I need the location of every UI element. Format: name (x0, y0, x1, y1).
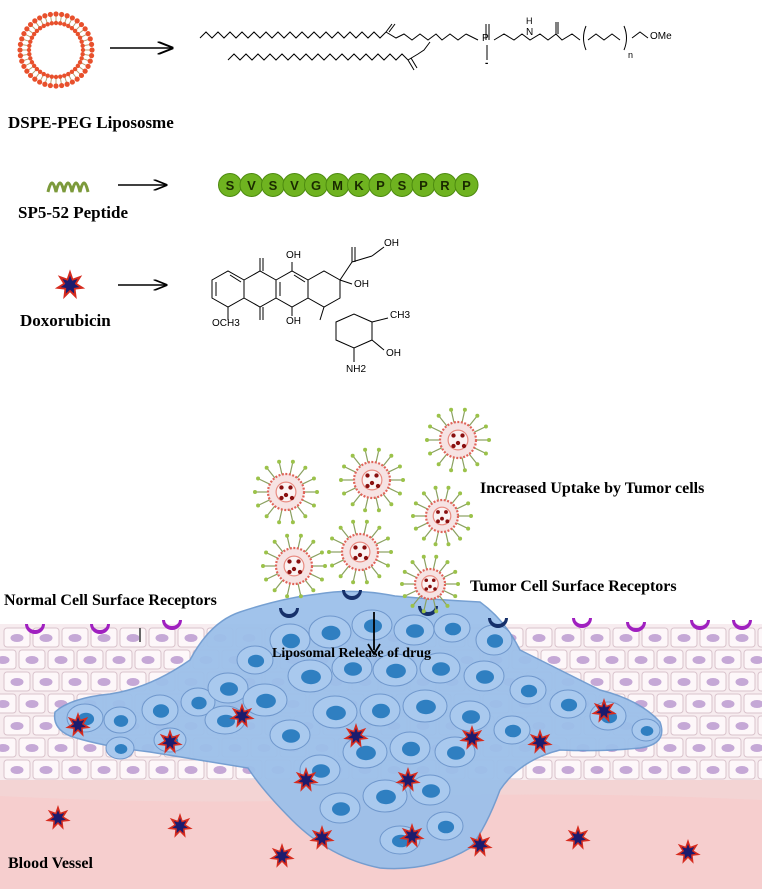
targeted-liposome (400, 554, 460, 614)
normal-receptor (162, 620, 182, 630)
drug-star (45, 805, 71, 830)
liposome-icon (17, 11, 95, 89)
targeted-liposome (253, 459, 319, 525)
drug-star (65, 712, 91, 737)
tumor-receptor (279, 608, 299, 618)
drug-star (309, 825, 335, 850)
chem-oh-ring: OH (354, 279, 369, 290)
chem-nh2: NH2 (346, 364, 367, 375)
liposomal-release-label: Liposomal Release of drug (272, 646, 432, 661)
normal-cell (757, 671, 762, 692)
targeted-liposome (339, 447, 405, 513)
peptide-residue-letter: P (376, 178, 385, 193)
drug-star (467, 832, 493, 857)
peptide-residue-letter: V (247, 178, 256, 193)
chem-oh-bottom: OH (286, 316, 301, 327)
drug-star (399, 823, 425, 848)
drug-star (459, 725, 485, 750)
peptide-residue-letter: G (311, 178, 321, 193)
peptide-residue (454, 173, 479, 197)
chem-n-sub: n (628, 50, 634, 60)
normal-receptor (626, 622, 646, 632)
chem-nh-n: N (526, 27, 534, 38)
targeted-liposome (261, 533, 327, 599)
increased-uptake-label: Increased Uptake by Tumor cells (480, 480, 705, 497)
normal-receptor (690, 620, 710, 630)
normal-receptor (732, 620, 752, 630)
chem-oh-sugar: OH (386, 348, 401, 359)
normal-cell (757, 759, 762, 780)
doxorubicin-drug-molecules (45, 698, 701, 868)
tumor-receptor (342, 590, 362, 600)
peptide-residue-letter: V (290, 178, 299, 193)
drug-star (269, 843, 295, 868)
drug-star (229, 703, 255, 728)
drug-star (343, 723, 369, 748)
targeted-liposome (425, 407, 491, 473)
release-arrow-head (367, 643, 381, 656)
drug-star (675, 839, 701, 864)
peptide-residue-letter: S (398, 178, 407, 193)
liposome-label: DSPE-PEG Lipososme (8, 113, 174, 132)
normal-cell-receptors (25, 618, 752, 634)
peptide-residue-letter: S (269, 178, 278, 193)
drug-star (157, 729, 183, 754)
normal-receptors-label: Normal Cell Surface Receptors (4, 592, 217, 609)
peptide-residue-letter: P (462, 178, 471, 193)
peptide-label: SP5-52 Peptide (18, 203, 129, 222)
chem-ome: OMe (650, 31, 672, 42)
blood-vessel-label: Blood Vessel (8, 855, 93, 872)
drug-star (54, 269, 86, 300)
tumor-cells (66, 609, 661, 855)
dspe-peg-structure (199, 22, 649, 71)
targeted-liposome (327, 519, 393, 585)
tumor-receptor (418, 606, 438, 616)
normal-receptor (572, 618, 592, 628)
tumor-cell-receptors (279, 590, 508, 628)
normal-receptor (90, 624, 110, 634)
normal-cell (757, 627, 762, 648)
chem-nh-h: H (526, 16, 533, 26)
drug-star (591, 698, 617, 723)
chem-ch3: CH3 (390, 310, 411, 321)
targeted-liposome (411, 485, 473, 547)
drug-star (565, 825, 591, 850)
peptide-residue-letter: M (332, 178, 343, 193)
chem-minus: - (485, 58, 489, 69)
chem-oh-top: OH (286, 250, 301, 261)
peptide-residue-letter: R (440, 178, 450, 193)
chem-p: P (482, 33, 489, 44)
tumor-receptor (488, 618, 508, 628)
doxorubicin-structure (211, 246, 389, 362)
normal-receptor (25, 624, 45, 634)
chem-oh-sidechain: OH (384, 238, 399, 249)
chem-och3: OCH3 (212, 318, 240, 329)
drug-star (527, 729, 553, 754)
doxorubicin-label: Doxorubicin (20, 311, 111, 330)
peptide-residue-letter: S (226, 178, 235, 193)
peptide-residue-letter: K (354, 178, 364, 193)
tumor-receptors-label: Tumor Cell Surface Receptors (470, 578, 677, 595)
peptide-residue-letter: P (419, 178, 428, 193)
peptide-coil-icon (46, 181, 90, 193)
drug-star (167, 813, 193, 838)
doxorubicin-star-icon (54, 269, 86, 300)
drug-star (293, 767, 319, 792)
normal-cell (757, 715, 762, 736)
drug-star (395, 767, 421, 792)
targeted-liposomes (253, 407, 491, 614)
